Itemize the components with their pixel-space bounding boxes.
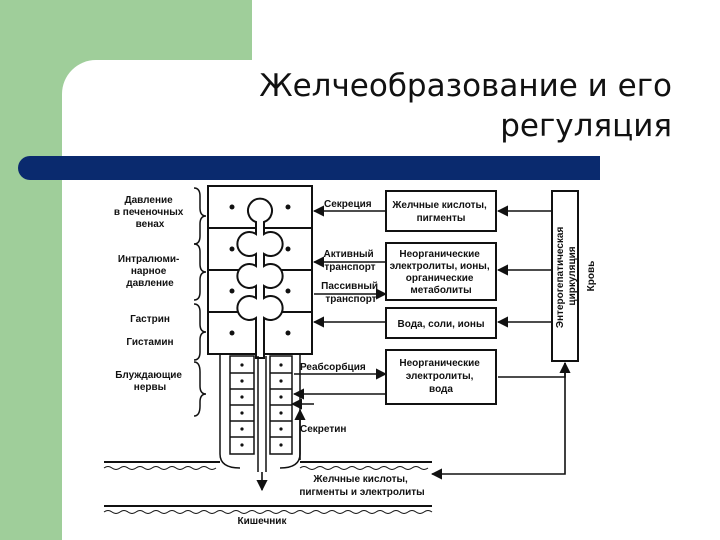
label-histamine: Гистамин bbox=[126, 337, 173, 348]
brace-hormones bbox=[194, 304, 206, 360]
arrow-secretin-label: Секретин bbox=[300, 424, 346, 435]
arrow-reabsorption-label: Реабсорбция bbox=[300, 361, 366, 373]
brace-vagus bbox=[194, 362, 206, 416]
bile-flow-label: Желчные кислоты, пигменты и электролиты bbox=[299, 474, 424, 498]
intestine-label: Кишечник bbox=[238, 516, 288, 527]
arrow-secretion-label: Секреция bbox=[324, 199, 372, 210]
box-bile-acids-text: Желчные кислоты, пигменты bbox=[391, 200, 489, 224]
brace-intraluminal bbox=[194, 244, 206, 300]
blood-label: Кровь bbox=[586, 261, 597, 292]
label-vagus-nerves: Блуждающие нервы bbox=[115, 370, 185, 393]
label-pressure: Давление в печеночных венах bbox=[114, 195, 186, 230]
box-bile-acids bbox=[386, 191, 496, 231]
circulation-text: Энтерогепатическая циркуляция bbox=[555, 224, 578, 328]
label-intraluminal-pressure: Интралюми- нарное давление bbox=[118, 254, 182, 289]
left-braces bbox=[194, 188, 206, 416]
box-water-salts-text: Вода, соли, ионы bbox=[398, 319, 485, 330]
arrow-active-transport-label: Активный транспорт bbox=[324, 249, 377, 273]
hepatocyte-grid bbox=[208, 186, 312, 358]
arrow-passive-transport-label: Пассивный транспорт bbox=[321, 281, 381, 305]
duct-epithelium bbox=[220, 354, 300, 472]
box-inorganic-water-text: Неорганические электролиты, вода bbox=[399, 358, 482, 395]
brace-pressure bbox=[194, 188, 206, 244]
label-gastrin: Гастрин bbox=[130, 314, 170, 325]
bile-canaliculus bbox=[237, 199, 282, 358]
box-inorganic-metabolites-text: Неорганические электролиты, ионы, органи… bbox=[390, 249, 493, 296]
